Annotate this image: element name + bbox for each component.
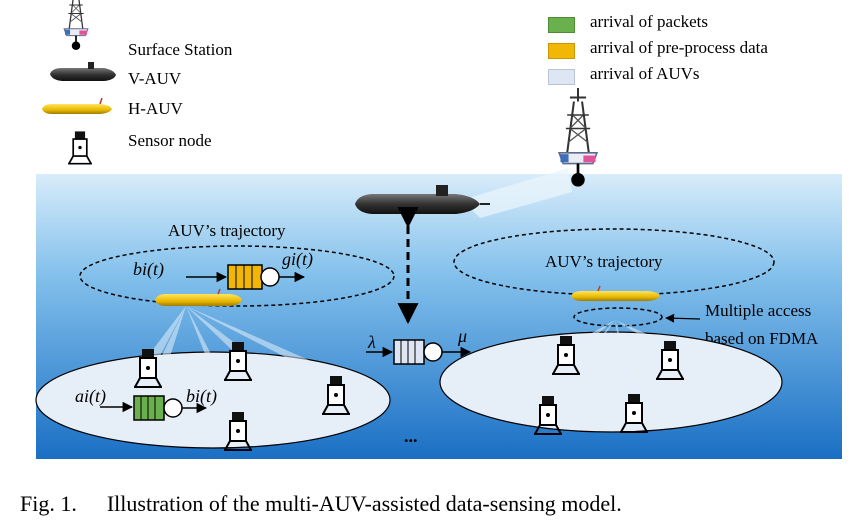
legend-label-sensor-node: Sensor node (128, 131, 212, 150)
mu-label: μ (457, 326, 467, 346)
right-sensor-region (439, 331, 783, 433)
fdma-label-line1: Multiple access (705, 301, 811, 320)
a-in-label: ai(t) (75, 386, 106, 407)
b-out-label: bi(t) (186, 386, 217, 407)
h-auv-icon (42, 97, 112, 114)
legend-swatch-preprocess (548, 43, 575, 59)
v-auv-icon (50, 62, 116, 81)
legend-label-auvs: arrival of AUVs (590, 64, 700, 83)
figure-number: Fig. 1. (20, 491, 77, 516)
surface-station-icon (63, 0, 89, 51)
left-trajectory-ellipse (79, 245, 395, 307)
legend-label-surface-station: Surface Station (128, 40, 233, 59)
legend-label-h-auv: H-AUV (128, 99, 183, 118)
right-trajectory-label: AUV’s trajectory (545, 252, 663, 271)
fdma-label-line2: based on FDMA (705, 329, 819, 348)
figure-caption: Fig. 1. Illustration of the multi-AUV-ass… (20, 491, 622, 517)
preprocess-queue (227, 264, 280, 290)
lambda-label: λ (367, 332, 376, 352)
g-out-label: gi(t) (282, 249, 313, 270)
left-trajectory-label: AUV’s trajectory (168, 221, 286, 240)
legend-swatch-packets (548, 17, 575, 33)
h-auv-icon (155, 288, 242, 306)
h-auv-icon (571, 285, 660, 301)
packet-queue (133, 395, 183, 421)
legend-label-packets: arrival of packets (590, 12, 708, 31)
left-beams (148, 306, 336, 412)
right-beams (548, 320, 674, 400)
legend-label-v-auv: V-AUV (128, 69, 182, 88)
legend-label-preprocess: arrival of pre-process data (590, 38, 768, 57)
v-auv-icon (355, 185, 490, 214)
fdma-arrow (665, 313, 701, 323)
ellipsis-label: ... (404, 426, 418, 446)
diagram-scene: AUV’s trajectory bi(t) gi(t) ai(t) (35, 0, 842, 459)
station-beam (462, 168, 572, 218)
auv-queue (393, 339, 443, 365)
sensor-node-icon (67, 130, 93, 165)
legend-swatch-auvs (548, 69, 575, 85)
left-sensor-region (35, 351, 391, 449)
b-in-label: bi(t) (133, 259, 164, 280)
caption-text: Illustration of the multi-AUV-assisted d… (106, 491, 622, 516)
fdma-ellipse (573, 307, 663, 327)
